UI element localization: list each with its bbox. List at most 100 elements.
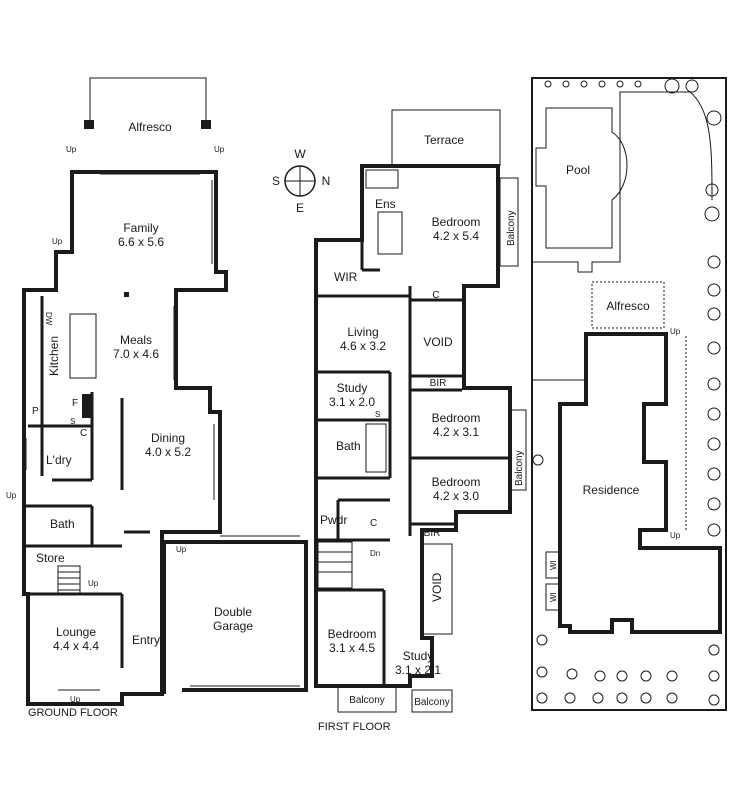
first-floor-labels: Terrace Ens Bedroom 4.2 x 5.4 Balcony WI… (318, 133, 525, 733)
ensuite-shower (365, 169, 399, 189)
up-label: Up (70, 695, 81, 704)
site-boundary (531, 77, 727, 711)
bedroom-dimensions: 4.2 x 5.4 (433, 229, 479, 243)
storage-label: S (375, 410, 380, 419)
first-interior-walls (316, 240, 510, 684)
balcony-label: Balcony (414, 697, 450, 708)
water-tank-label: WI (549, 560, 558, 570)
ground-floor-labels: Alfresco Up Up Up Family 6.6 x 5.6 Meals… (6, 120, 253, 719)
compass-icon: W S N E (272, 147, 330, 215)
lounge-label: Lounge (56, 625, 96, 639)
balcony-label: Balcony (349, 695, 385, 706)
tree-icon (544, 80, 552, 88)
fridge-label: F (72, 398, 78, 409)
ensuite-bath (377, 211, 403, 255)
bedroom-dimensions: 3.1 x 4.5 (329, 641, 375, 655)
tree-icon (708, 694, 720, 706)
bir-label: BIR (424, 528, 441, 539)
tree-icon (708, 670, 720, 682)
wir-label: WIR (334, 270, 358, 284)
tree-icon (616, 692, 628, 704)
meals-dimensions: 7.0 x 4.6 (113, 347, 159, 361)
balcony-label: Balcony (514, 450, 525, 486)
lounge-dimensions: 4.4 x 4.4 (53, 639, 99, 653)
balcony-outline (509, 409, 527, 491)
tree-icon (564, 692, 576, 704)
terrace-outline (391, 109, 501, 166)
up-label: Up (6, 491, 17, 500)
tree-icon (707, 407, 721, 421)
cupboard-label: C (80, 428, 87, 439)
pantry-label: P (32, 406, 39, 417)
compass-s: S (272, 174, 280, 188)
bedroom-dimensions: 4.2 x 3.1 (433, 425, 479, 439)
tree-icon (580, 80, 588, 88)
tree-icon (532, 454, 544, 466)
tree-icon (640, 692, 652, 704)
tree-icon (616, 670, 628, 682)
garage-label: Garage (213, 619, 253, 633)
study-dimensions: 3.1 x 2.0 (329, 395, 375, 409)
up-label: Up (670, 531, 681, 540)
ground-outer-wall (22, 170, 228, 706)
powder-label: Pwdr (320, 513, 347, 527)
void-label: VOID (430, 572, 444, 602)
dining-label: Dining (151, 431, 185, 445)
pool-outline (535, 107, 628, 249)
ground-floor-plan (22, 77, 308, 706)
void-label: VOID (423, 335, 453, 349)
tree-icon (536, 692, 548, 704)
up-label: Up (66, 145, 77, 154)
tree-icon (707, 307, 721, 321)
bedroom-dimensions: 4.2 x 3.0 (433, 489, 479, 503)
tree-icon (666, 670, 678, 682)
site-alfresco (591, 281, 665, 329)
entry-label: Entry (132, 633, 160, 647)
up-label: Up (214, 145, 225, 154)
site-alfresco-label: Alfresco (606, 299, 650, 313)
tree-icon (708, 644, 720, 656)
compass-w: W (294, 147, 306, 161)
study-label: Study (403, 649, 434, 663)
tree-icon (566, 668, 578, 680)
balcony-outline (499, 177, 519, 267)
tree-icon (536, 666, 548, 678)
store-label: Store (36, 551, 65, 565)
living-label: Living (347, 325, 378, 339)
tree-icon (536, 634, 548, 646)
tree-icon (592, 692, 604, 704)
alfresco-outline (89, 77, 207, 122)
tree-icon (594, 670, 606, 682)
terrace-label: Terrace (424, 133, 464, 147)
pool-surround (532, 91, 713, 273)
dishwasher-label: DW (44, 312, 53, 326)
bedroom-label: Bedroom (432, 475, 481, 489)
tree-icon (707, 437, 721, 451)
garage-label: Double (214, 605, 252, 619)
up-label: Up (176, 545, 187, 554)
tree-icon (706, 110, 722, 126)
site-plan (531, 77, 727, 711)
alfresco-post (84, 120, 94, 129)
residence-label: Residence (583, 483, 640, 497)
tree-icon (707, 283, 721, 297)
up-label: Up (670, 327, 681, 336)
balcony-label: Balcony (506, 210, 517, 246)
laundry-label: L'dry (46, 453, 72, 467)
tree-icon (707, 467, 721, 481)
kitchen-island (69, 313, 97, 379)
water-tank (545, 583, 561, 611)
tree-icon (707, 497, 721, 511)
up-label: Up (52, 237, 63, 246)
tree-icon (707, 255, 721, 269)
tree-icon (705, 183, 719, 197)
tree-icon (598, 80, 606, 88)
first-floor-plan (314, 109, 527, 713)
bath-tub (365, 423, 387, 473)
water-tank-label: WI (549, 592, 558, 602)
bath-label: Bath (50, 517, 75, 531)
ground-windows (25, 173, 300, 691)
tree-icon (666, 692, 678, 704)
bir-label: BIR (430, 378, 447, 389)
compass-e: E (296, 201, 304, 215)
